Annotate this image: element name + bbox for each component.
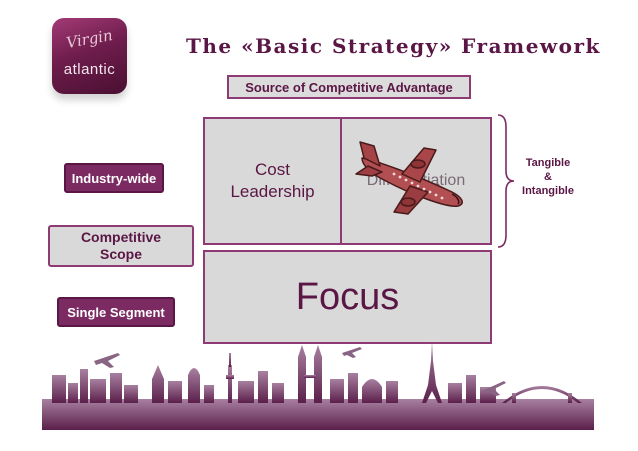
page-title: The «Basic Strategy» Framework bbox=[186, 34, 601, 58]
competitive-scope-text: Competitive Scope bbox=[76, 229, 166, 263]
industry-wide-label: Industry-wide bbox=[64, 163, 164, 193]
source-of-advantage-label: Source of Competitive Advantage bbox=[227, 75, 471, 99]
tangible-line3: Intangible bbox=[512, 184, 584, 198]
logo-script-text: Virgin bbox=[52, 24, 127, 55]
cost-leadership-label: Cost Leadership bbox=[223, 159, 323, 203]
tangible-intangible-label: Tangible & Intangible bbox=[512, 156, 584, 198]
tangible-line1: Tangible bbox=[512, 156, 584, 170]
cost-leadership-cell: Cost Leadership bbox=[203, 117, 342, 245]
focus-cell: Focus bbox=[203, 250, 492, 344]
competitive-scope-label: Competitive Scope bbox=[48, 225, 194, 267]
focus-label: Focus bbox=[296, 276, 399, 319]
single-segment-label: Single Segment bbox=[57, 297, 175, 327]
airplane-icon bbox=[354, 140, 472, 218]
virgin-atlantic-logo: Virgin atlantic bbox=[52, 18, 127, 94]
city-skyline-silhouette bbox=[42, 335, 594, 430]
tangible-line2: & bbox=[512, 170, 584, 184]
logo-word-text: atlantic bbox=[52, 61, 127, 78]
